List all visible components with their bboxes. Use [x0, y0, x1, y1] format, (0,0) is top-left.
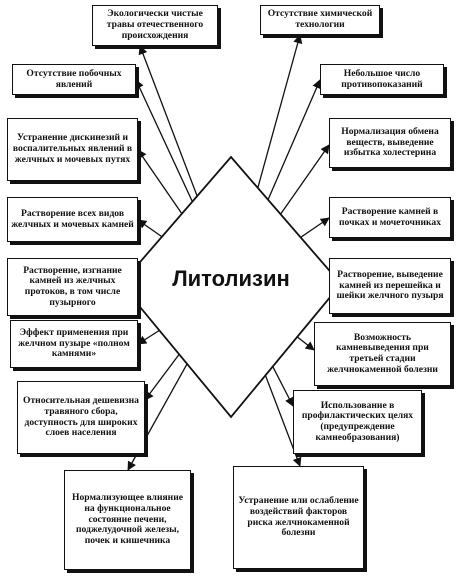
box-bile-duct-stones: Растворение, изгнание камней из желчных … — [7, 258, 138, 316]
box-metabolism-normalization: Нормализация обмена веществ, выведение и… — [329, 118, 451, 168]
box-low-cost: Относительная дешевизна травяного сбора,… — [17, 381, 145, 454]
box-ecological-herbs: Экологически чистые травы отечественного… — [92, 5, 218, 46]
box-dyskinesia-elimination: Устранение дискинезий и воспалительных я… — [7, 118, 138, 181]
box-few-contraindications: Небольшое число противопоказаний — [320, 64, 444, 95]
box-text: Отсутствие побочных явлений — [26, 67, 122, 90]
box-text: Экологически чистые травы отечественного… — [106, 8, 204, 41]
box-text: Отсутствие химической технологии — [267, 8, 373, 30]
box-text: Растворение, выведение камней из перешей… — [336, 268, 444, 302]
box-third-stage: Возможность камневыведения при третьей с… — [314, 322, 451, 386]
box-full-gallbladder: Эффект применения при желчном пузыре «по… — [10, 320, 138, 368]
box-text: Устранение дискинезий и воспалительных я… — [12, 132, 133, 165]
box-text: Нормализация обмена веществ, выведение и… — [341, 125, 439, 159]
box-text: Относительная дешевизна травяного сбора,… — [23, 395, 139, 439]
box-no-chemical-tech: Отсутствие химической технологии — [260, 5, 380, 35]
box-text: Небольшое число противопоказаний — [341, 67, 423, 90]
center-diamond — [119, 155, 343, 419]
box-text: Возможность камневыведения при третьей с… — [327, 331, 438, 375]
box-dissolve-kidney-stones: Растворение камней в почках и мочеточник… — [329, 197, 451, 238]
center-title: Литолизин — [172, 266, 290, 291]
box-risk-factors: Устранение или ослабление воздействий фа… — [233, 466, 364, 569]
box-text: Эффект применения при желчном пузыре «по… — [18, 326, 130, 360]
box-prevention: Использование в профилактических целях (… — [293, 390, 422, 454]
box-text: Растворение камней в почках и мочеточник… — [339, 205, 441, 228]
box-text: Использование в профилактических целях (… — [301, 399, 414, 443]
box-normalizing-influence: Нормализующее влияние на функциональное … — [64, 470, 191, 570]
box-text: Устранение или ослабление воздействий фа… — [238, 495, 359, 539]
box-no-side-effects: Отсутствие побочных явлений — [12, 64, 136, 95]
box-text: Растворение, изгнание камней из желчных … — [23, 264, 122, 308]
box-gallbladder-neck-stones: Растворение, выведение камней из перешей… — [329, 258, 451, 314]
box-text: Растворение всех видов желчных и мочевых… — [11, 207, 134, 230]
box-dissolve-all-stones: Растворение всех видов желчных и мочевых… — [7, 197, 138, 242]
box-text: Нормализующее влияние на функциональное … — [72, 492, 183, 547]
